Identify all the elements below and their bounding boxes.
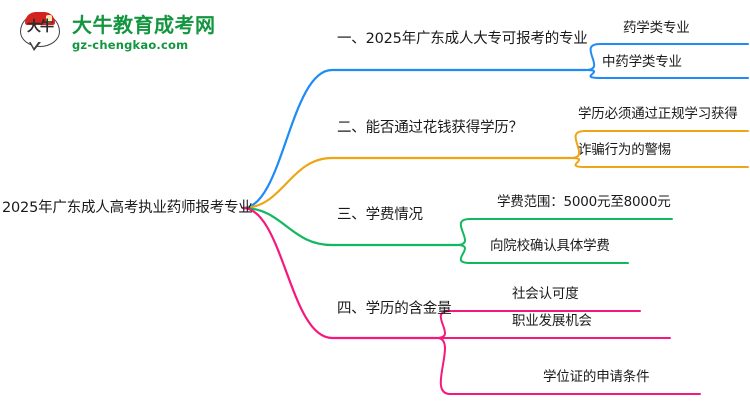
- mindmap-branch-line: [570, 157, 749, 168]
- site-logo: 大牛 大牛教育成考网 gz-chengkao.com: [18, 8, 248, 58]
- mindmap-root-label[interactable]: 2025年广东成人高考执业药师报考专业: [2, 200, 253, 216]
- site-domain: gz-chengkao.com: [72, 37, 189, 52]
- logo-text-block: 大牛教育成考网 gz-chengkao.com: [72, 12, 216, 52]
- mindmap-branch-line: [241, 206, 459, 247]
- mindmap-branch-line: [241, 206, 439, 340]
- logo-red-banner: [25, 12, 55, 25]
- speech-bubble-tail-inner: [30, 41, 39, 48]
- branch-1-child-1-label[interactable]: 药学类专业: [623, 20, 690, 36]
- mindmap-branch-line: [456, 218, 673, 246]
- mindmap-branch-line: [436, 310, 641, 339]
- site-name: 大牛教育成考网: [72, 12, 216, 37]
- logo-mark-text: 大牛: [27, 19, 54, 35]
- branch-4-child-1-label[interactable]: 社会认可度: [512, 286, 579, 302]
- logo-banner-dot: [46, 14, 52, 23]
- branch-3-child-1-label[interactable]: 学费范围：5000元至8000元: [497, 194, 671, 210]
- mindmap-branch-line: [570, 130, 749, 159]
- branch-2-label[interactable]: 二、能否通过花钱获得学历？: [337, 120, 523, 136]
- branch-2-child-2-label[interactable]: 诈骗行为的警惕: [578, 142, 672, 158]
- branch-2-child-1-label[interactable]: 学历必须通过正规学习获得: [578, 106, 738, 122]
- branch-4-label[interactable]: 四、学历的含金量: [337, 301, 452, 317]
- mindmap-branch-line: [241, 156, 573, 210]
- branch-1-child-2-label[interactable]: 中药学类专业: [602, 54, 682, 70]
- branch-4-child-2-label[interactable]: 职业发展机会: [512, 313, 592, 329]
- branch-3-child-2-label[interactable]: 向院校确认具体学费: [490, 238, 610, 254]
- mindmap-branch-line: [241, 68, 588, 210]
- logo-mark-icon: 大牛: [18, 11, 64, 55]
- branch-4-child-3-label[interactable]: 学位证的申请条件: [543, 369, 650, 385]
- branch-1-label[interactable]: 一、2025年广东成人大专可报考的专业: [337, 31, 588, 47]
- mindmap-branch-line: [585, 69, 749, 79]
- branch-3-label[interactable]: 三、学费情况: [337, 207, 423, 223]
- mindmap-branch-line: [456, 244, 629, 264]
- mindmap-branch-line: [436, 337, 701, 395]
- mindmap-branch-line: [585, 43, 749, 71]
